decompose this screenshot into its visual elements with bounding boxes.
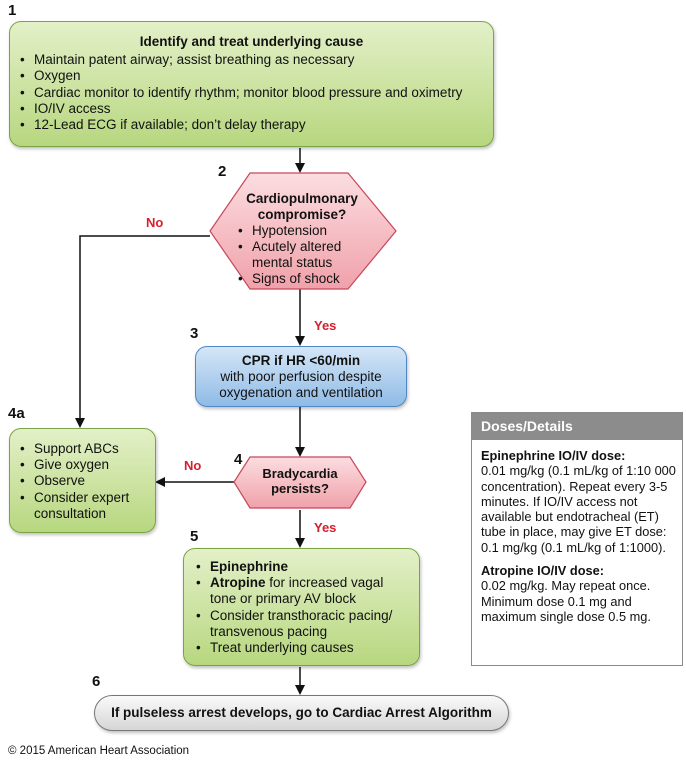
doses-body: Epinephrine IO/IV dose: 0.01 mg/kg (0.1 …	[472, 440, 682, 624]
step-5-item-bold: Atropine	[210, 575, 266, 591]
list-item: Treat underlying causes	[196, 640, 411, 656]
step-5-list: Epinephrine Atropine for increased vagal…	[196, 559, 411, 656]
decision-4-title: Bradycardia persists?	[262, 466, 338, 496]
step-number-2: 2	[218, 163, 227, 180]
edge-label-no-2: No	[146, 215, 164, 230]
step-number-1: 1	[8, 2, 17, 19]
list-item: Acutely altered mental status	[238, 239, 366, 271]
edge-label-yes-2: Yes	[314, 318, 337, 333]
step-4a-list: Support ABCs Give oxygen Observe Conside…	[20, 441, 147, 522]
step-5-item-text: Consider transthoracic pacing/ transveno…	[210, 607, 393, 639]
step-number-4: 4	[234, 451, 243, 468]
doses-header: Doses/Details	[472, 413, 682, 440]
step-3-title: CPR if HR <60/min	[241, 353, 361, 368]
list-item: 12-Lead ECG if available; don’t delay th…	[20, 117, 483, 133]
step-5-item-text: for increased vagal tone or primary AV b…	[210, 575, 384, 607]
step-3-box: CPR if HR <60/min with poor perfusion de…	[195, 346, 407, 407]
list-item: Atropine for increased vagal tone or pri…	[196, 575, 411, 607]
step-6-box: If pulseless arrest develops, go to Card…	[94, 695, 509, 731]
list-item: Hypotension	[238, 223, 366, 239]
list-item: Observe	[20, 473, 147, 489]
step-5-item-bold: Epinephrine	[210, 559, 289, 574]
list-item: Cardiac monitor to identify rhythm; moni…	[20, 85, 483, 101]
doses-details-panel: Doses/Details Epinephrine IO/IV dose: 0.…	[471, 412, 683, 666]
epinephrine-dose-heading: Epinephrine IO/IV dose:	[481, 448, 626, 463]
arrow-2-no-to-4a	[75, 235, 210, 428]
step-number-4a: 4a	[8, 405, 25, 422]
list-item: Give oxygen	[20, 457, 147, 473]
list-item: Support ABCs	[20, 441, 147, 457]
step-5-item-text: Treat underlying causes	[210, 640, 354, 656]
step-number-5: 5	[190, 528, 199, 545]
step-4a-box: Support ABCs Give oxygen Observe Conside…	[9, 428, 156, 533]
epinephrine-dose-text: 0.01 mg/kg (0.1 mL/kg of 1:10 000 concen…	[481, 463, 676, 555]
step-number-3: 3	[190, 325, 199, 342]
step-1-list: Maintain patent airway; assist breathing…	[20, 52, 483, 133]
step-3-text: with poor perfusion despite oxygenation …	[219, 369, 383, 401]
step-number-6: 6	[92, 673, 101, 690]
list-item: IO/IV access	[20, 101, 483, 117]
list-item: Epinephrine	[196, 559, 411, 575]
step-1-title: Identify and treat underlying cause	[139, 34, 364, 49]
list-item: Oxygen	[20, 68, 483, 84]
edge-label-yes-4: Yes	[314, 520, 337, 535]
step-1-box: Identify and treat underlying cause Main…	[9, 21, 494, 147]
list-item: Maintain patent airway; assist breathing…	[20, 52, 483, 68]
list-item: Consider transthoracic pacing/ transveno…	[196, 608, 411, 640]
atropine-dose-text: 0.02 mg/kg. May repeat once. Minimum dos…	[481, 578, 651, 624]
decision-2-title: Cardiopulmonary compromise?	[246, 191, 358, 222]
atropine-dose-heading: Atropine IO/IV dose:	[481, 563, 605, 579]
step-5-box: Epinephrine Atropine for increased vagal…	[183, 548, 420, 666]
list-item: Signs of shock	[238, 271, 366, 287]
copyright-notice: © 2015 American Heart Association	[8, 745, 190, 757]
edge-label-no-4: No	[184, 458, 202, 473]
decision-4-shape	[233, 456, 367, 509]
decision-2: Cardiopulmonary compromise? Hypotension …	[238, 191, 366, 287]
decision-2-list: Hypotension Acutely altered mental statu…	[238, 223, 366, 287]
list-item: Consider expert consultation	[20, 490, 147, 522]
